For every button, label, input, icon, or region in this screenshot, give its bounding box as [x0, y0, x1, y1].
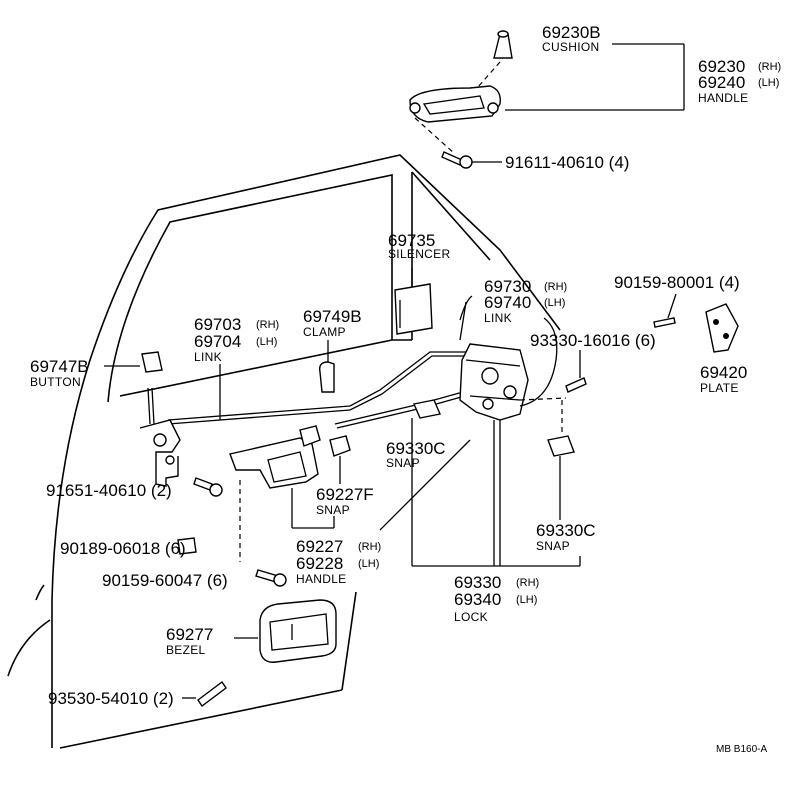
screw-plate-number: 90159-80001 (4) — [614, 273, 740, 292]
silencer-part-number: 69735 — [388, 231, 435, 250]
bezel-part-number: 69277 — [166, 625, 213, 644]
bolt-handle-number: 91651-40610 (2) — [46, 481, 172, 500]
link-rh-number: 69703 — [194, 315, 241, 334]
link-lock-rod — [459, 301, 467, 341]
lock-rod-knob — [147, 387, 155, 425]
bolt-top-number: 91611-40610 (4) — [505, 153, 629, 172]
handle-in-lh-number: 69228 — [296, 554, 343, 573]
cushion-name: CUSHION — [542, 40, 599, 54]
handle-out-rh-suffix: (RH) — [758, 61, 781, 73]
bolt-part-top — [441, 151, 473, 169]
lock-lh-number: 69340 — [454, 590, 501, 609]
door-lock-part — [459, 343, 529, 421]
link-lock-leader — [459, 295, 473, 321]
snap-c-left-name: SNAP — [386, 456, 420, 470]
link-lock-name: LINK — [484, 311, 512, 325]
handle-bolt-dash — [414, 117, 456, 155]
silencer-part — [394, 283, 433, 335]
handle-in-name: HANDLE — [296, 572, 346, 586]
snap-c-right-part — [547, 435, 575, 457]
link-name: LINK — [194, 350, 222, 364]
handle-in-rh-suffix: (RH) — [358, 541, 381, 553]
lock-lh-suffix: (LH) — [516, 594, 537, 606]
clip-part — [177, 537, 197, 555]
lock-curve-line — [519, 317, 558, 407]
screw-plate-leader — [667, 293, 677, 319]
lock-rh-suffix: (RH) — [516, 577, 539, 589]
link-rod-lower — [167, 351, 470, 425]
snap-c-left-number: 69330C — [386, 439, 446, 458]
screw-lock-number: 93330-16016 (6) — [530, 331, 656, 350]
plate-name: PLATE — [700, 381, 739, 395]
snap-f-name: SNAP — [316, 503, 350, 517]
bolt-handle-part — [193, 477, 223, 497]
striker-plate-part — [705, 303, 739, 353]
outside-handle-part — [409, 85, 501, 123]
clip-number: 90189-06018 (6) — [60, 539, 186, 558]
screw-lock-part — [565, 377, 587, 393]
screw-handle-part — [255, 569, 287, 587]
link-lock-lh-suffix: (LH) — [544, 297, 565, 309]
door-panel-outline — [7, 154, 561, 749]
snap-c-left-part — [413, 399, 441, 419]
clamp-name: CLAMP — [303, 325, 346, 339]
handle-in-rh-number: 69227 — [296, 537, 343, 556]
link-lock-rh-suffix: (RH) — [544, 281, 567, 293]
handle-out-lh-suffix: (LH) — [758, 77, 779, 89]
button-part — [141, 351, 163, 373]
screw-plate-part — [653, 317, 676, 328]
cushion-part-number: 69230B — [542, 23, 601, 42]
lock-name: LOCK — [454, 610, 488, 624]
diagram-code: MB B160-A — [716, 744, 767, 755]
silencer-name: SILENCER — [388, 247, 450, 261]
clamp-part — [318, 361, 335, 393]
clamp-part-number: 69749B — [303, 307, 362, 326]
bezel-part — [259, 599, 337, 663]
lock-screw-dash — [519, 397, 567, 401]
link-rod-upper — [334, 389, 473, 429]
plate-part-number: 69420 — [700, 363, 747, 382]
snap-f-number: 69227F — [316, 485, 374, 504]
link-end-bracket — [139, 419, 181, 487]
link-lh-number: 69704 — [194, 332, 241, 351]
link-rh-suffix: (RH) — [256, 319, 279, 331]
cushion-part — [493, 30, 513, 59]
inside-handle-part — [229, 425, 321, 489]
link-lh-suffix: (LH) — [256, 336, 277, 348]
screw-handle-number: 90159-60047 (6) — [102, 571, 228, 590]
snap-c-right-number: 69330C — [536, 521, 596, 540]
lock-rh-number: 69330 — [454, 573, 501, 592]
button-name: BUTTON — [30, 375, 81, 389]
handle-to-lock-line — [379, 439, 471, 531]
screw-bezel-part — [197, 680, 227, 708]
snap-f-part — [329, 435, 351, 457]
snap-c-right-name: SNAP — [536, 539, 570, 553]
link-lock-lh-number: 69740 — [484, 293, 531, 312]
handle-out-rh-number: 69230 — [698, 57, 745, 76]
button-part-number: 69747B — [30, 357, 89, 376]
link-lock-rh-number: 69730 — [484, 277, 531, 296]
bezel-name: BEZEL — [166, 643, 206, 657]
handle-out-name: HANDLE — [698, 91, 748, 105]
handle-in-lh-suffix: (LH) — [358, 558, 379, 570]
screw-bezel-number: 93530-54010 (2) — [48, 689, 174, 708]
handle-out-lh-number: 69240 — [698, 73, 745, 92]
